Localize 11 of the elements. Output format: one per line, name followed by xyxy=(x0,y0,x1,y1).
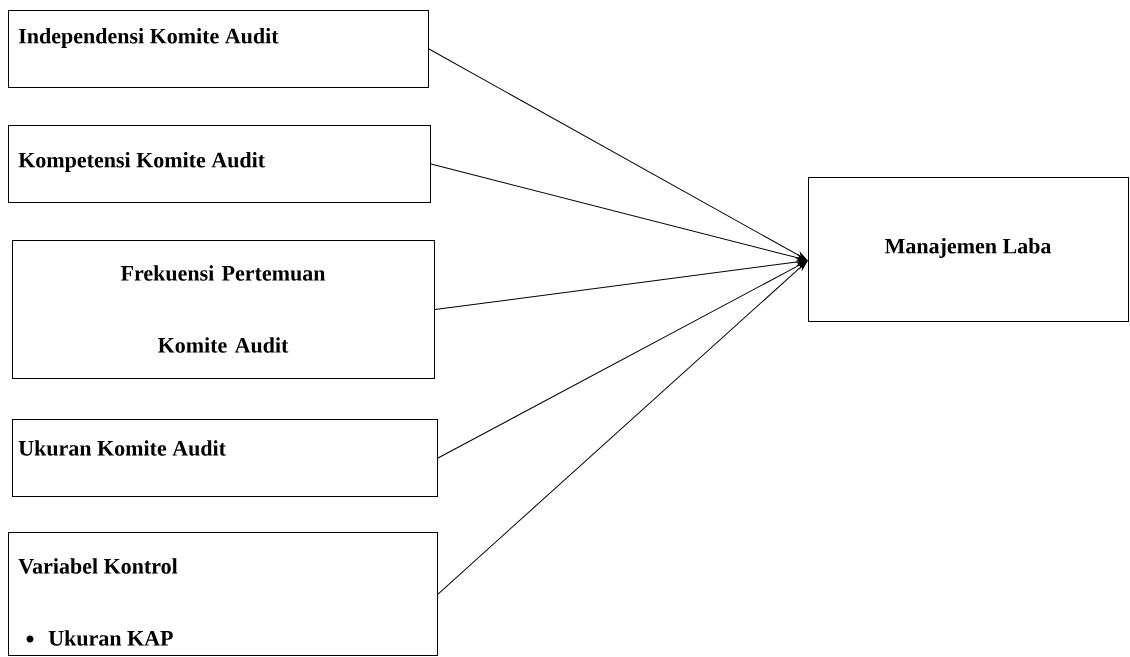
variable-box: Variabel Kontrol Ukuran KAP xyxy=(8,532,438,656)
variable-box: Kompetensi Komite Audit xyxy=(8,125,431,203)
arrow xyxy=(428,48,808,261)
arrow xyxy=(437,260,808,459)
arrow xyxy=(430,163,807,262)
arrow xyxy=(437,261,808,595)
variable-box: Frekuensi Pertemuan Komite Audit xyxy=(12,240,435,379)
variable-box: Independensi Komite Audit xyxy=(8,10,429,88)
variable-box: Ukuran Komite Audit xyxy=(12,419,438,497)
outcome-box: Manajemen Laba xyxy=(808,177,1129,322)
arrow xyxy=(434,258,807,310)
